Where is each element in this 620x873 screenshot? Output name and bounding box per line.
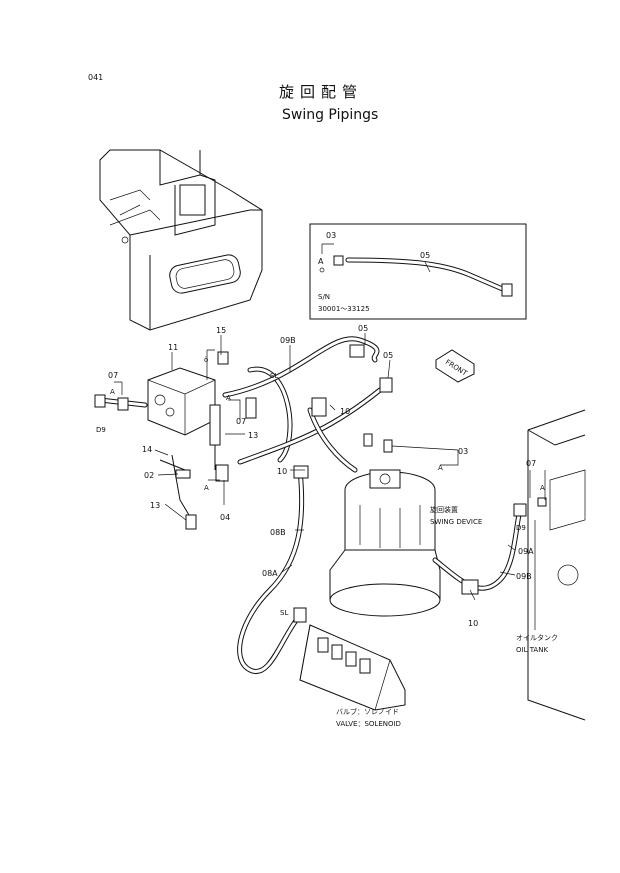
page-number: 041 [88,73,103,82]
oil-tank [527,409,586,721]
callout-11: 11 [168,343,178,352]
callout-10-mid: 10 [340,407,350,416]
callout-13-bottom: 13 [150,501,160,510]
callout-08B: 08B [270,528,286,537]
valve-label-en: VALVE：SOLENOID [336,720,401,728]
callout-13-mid: 13 [248,431,258,440]
hose-lines [222,336,393,675]
component-labels: 旋回装置 SWING DEVICE オイルタンク OIL TANK バルブ：ソレ… [336,505,558,728]
inset-sn-range: 30001～33125 [318,305,370,313]
callout-09B-right: 09B [516,572,532,581]
callout-09A: 09A [518,547,534,556]
inset-callout-03: 03 [326,231,336,240]
callout-A-lower: A [204,484,209,492]
oil-tank-label-jp: オイルタンク [516,633,558,642]
callout-D9-right: D9 [516,524,526,532]
callout-14: 14 [142,445,152,454]
callout-04: 04 [220,513,230,522]
callout-10-lower: 10 [277,467,287,476]
swing-device [329,469,441,617]
oil-tank-hose [432,497,547,595]
callout-A-left: A [110,388,115,396]
inset-callout-05: 05 [420,251,430,260]
oil-tank-label-en: OIL TANK [516,646,548,654]
valve-label-jp: バルブ：ソレノイド [336,707,399,716]
callout-15: 15 [216,326,226,335]
title-japanese: 旋回配管 [279,83,363,101]
leader-lines [114,333,546,630]
callout-05-top: 05 [358,324,368,333]
callout-09B-top: 09B [280,336,296,345]
callout-A-mid: A [226,394,231,402]
swing-device-label-jp: 旋回装置 [430,505,458,514]
callout-07-mid: 07 [236,417,246,426]
valve-block-assembly [94,351,257,530]
callout-02: 02 [144,471,154,480]
callout-A-right: A [438,464,443,472]
callout-A-tank: A [540,484,545,492]
callout-labels: 15 ö 11 09B 05 05 SL 07 A D9 A 07 13 10 … [96,324,545,628]
swing-device-label-en: SWING DEVICE [430,518,482,526]
callout-D9-left: D9 [96,426,106,434]
front-direction-arrow: FRONT [435,349,475,383]
callout-10-bottom: 10 [468,619,478,628]
machine-body-illustration [99,149,263,331]
title-english: Swing Pipings [282,107,378,123]
solenoid-valve [293,607,406,711]
callout-07-right: 07 [526,459,536,468]
callout-03: 03 [458,447,468,456]
label-sl-bottom: SL [280,609,288,617]
callout-08A: 08A [262,569,278,578]
label-sl-top: SL [270,372,278,380]
inset-sn-label: S/N [318,293,330,301]
serial-inset-box: 03 A 05 S/N 30001～33125 [309,223,527,320]
inset-callout-A: A [318,257,324,266]
callout-05-right: 05 [383,351,393,360]
callout-07-left: 07 [108,371,118,380]
callout-15-symbol: ö [204,356,208,364]
